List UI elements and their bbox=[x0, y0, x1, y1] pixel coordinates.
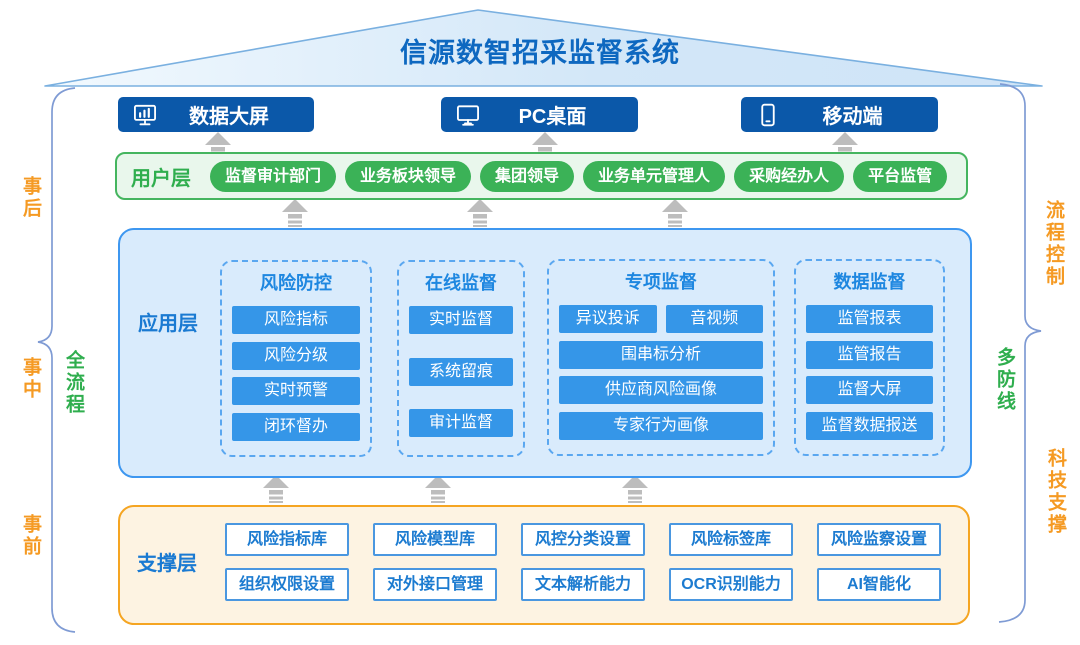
column-title: 数据监督 bbox=[833, 272, 906, 292]
support-item[interactable]: 风险模型库 bbox=[373, 523, 497, 556]
app-item[interactable]: 异议投诉 bbox=[559, 305, 657, 333]
annotation-full-process: 全流程 bbox=[63, 350, 84, 416]
column-title: 专项监督 bbox=[625, 272, 697, 292]
app-item[interactable]: 专家行为画像 bbox=[559, 411, 763, 440]
terminal-mobile[interactable]: 移动端 bbox=[741, 97, 938, 132]
support-item[interactable]: AI智能化 bbox=[817, 568, 941, 601]
support-layer-panel: 支撑层 风险指标库 风险模型库 风控分类设置 风险标签库 风险监察设置 组织权限… bbox=[118, 505, 970, 625]
app-item[interactable]: 闭环督办 bbox=[232, 412, 360, 441]
terminal-label: 数据大屏 bbox=[189, 106, 269, 128]
support-grid: 风险指标库 风险模型库 风控分类设置 风险标签库 风险监察设置 组织权限设置 对… bbox=[225, 523, 941, 601]
user-layer-panel: 用户层 监督审计部门 业务板块领导 集团领导 业务单元管理人 采购经办人 平台监… bbox=[115, 152, 968, 200]
support-item[interactable]: OCR识别能力 bbox=[669, 568, 793, 601]
app-item[interactable]: 供应商风险画像 bbox=[559, 376, 763, 405]
terminal-label: PC桌面 bbox=[518, 106, 587, 128]
support-item[interactable]: 组织权限设置 bbox=[225, 568, 349, 601]
annotation-process-control: 流程控制 bbox=[1043, 200, 1064, 288]
annotation-before-event: 事前 bbox=[20, 514, 41, 558]
diagram-title: 信源数智招采监督系统 bbox=[400, 38, 680, 68]
column-title: 在线监督 bbox=[425, 273, 497, 293]
app-layer-panel: 应用层 风险防控 风险指标 风险分级 实时预警 闭环督办 在线监督 实时监督 系… bbox=[118, 228, 972, 478]
app-item[interactable]: 监管报表 bbox=[806, 305, 933, 333]
up-arrow-icon bbox=[263, 475, 289, 503]
app-item[interactable]: 监管报告 bbox=[806, 340, 933, 369]
annotation-after-event: 事后 bbox=[20, 176, 41, 220]
terminal-data-big-screen[interactable]: 数据大屏 bbox=[118, 97, 314, 132]
app-layer-label: 应用层 bbox=[138, 313, 198, 335]
support-item[interactable]: 风控分类设置 bbox=[521, 523, 645, 556]
user-pill-platform-supervision[interactable]: 平台监管 bbox=[853, 160, 948, 192]
up-arrow-icon bbox=[425, 475, 451, 503]
app-column-special-supervision: 专项监督 异议投诉 音视频 围串标分析 供应商风险画像 专家行为画像 bbox=[547, 259, 775, 456]
annotation-tech-support: 科技支撑 bbox=[1045, 448, 1066, 536]
app-column-data-supervision: 数据监督 监管报表 监管报告 监督大屏 监督数据报送 bbox=[794, 259, 945, 456]
annotation-multi-defense-line: 多防线 bbox=[994, 347, 1015, 413]
desktop-icon bbox=[457, 104, 479, 126]
up-arrow-icon bbox=[282, 199, 308, 227]
terminal-label: 移动端 bbox=[822, 106, 883, 128]
user-layer-label: 用户层 bbox=[131, 167, 191, 190]
app-item[interactable]: 实时预警 bbox=[232, 377, 360, 406]
support-item[interactable]: 文本解析能力 bbox=[521, 568, 645, 601]
terminal-pc-desktop[interactable]: PC桌面 bbox=[441, 97, 638, 132]
support-item[interactable]: 风险指标库 bbox=[225, 523, 349, 556]
user-pill-procurement-handler[interactable]: 采购经办人 bbox=[734, 160, 845, 192]
app-item[interactable]: 风险指标 bbox=[232, 306, 360, 334]
support-item[interactable]: 风险标签库 bbox=[669, 523, 793, 556]
app-item[interactable]: 风险分级 bbox=[232, 341, 360, 370]
right-brace bbox=[998, 83, 1042, 623]
app-item[interactable]: 音视频 bbox=[665, 305, 763, 333]
user-pill-audit-dept[interactable]: 监督审计部门 bbox=[210, 160, 337, 192]
app-column-online-supervision: 在线监督 实时监督 系统留痕 审计监督 bbox=[397, 260, 525, 457]
app-item[interactable]: 实时监督 bbox=[409, 306, 513, 334]
support-item[interactable]: 对外接口管理 bbox=[373, 568, 497, 601]
annotation-during-event: 事中 bbox=[20, 357, 41, 401]
app-item[interactable]: 审计监督 bbox=[409, 409, 513, 437]
support-item[interactable]: 风险监察设置 bbox=[817, 523, 941, 556]
app-item[interactable]: 监督大屏 bbox=[806, 376, 933, 405]
app-item[interactable]: 监督数据报送 bbox=[806, 411, 933, 440]
app-item[interactable]: 围串标分析 bbox=[559, 340, 763, 369]
user-pill-unit-manager[interactable]: 业务单元管理人 bbox=[583, 160, 726, 192]
app-item[interactable]: 系统留痕 bbox=[409, 357, 513, 386]
column-title: 风险防控 bbox=[260, 273, 332, 293]
mobile-icon bbox=[761, 103, 775, 126]
app-column-risk-control: 风险防控 风险指标 风险分级 实时预警 闭环督办 bbox=[220, 260, 372, 457]
up-arrow-icon bbox=[622, 475, 648, 503]
user-pill-segment-leader[interactable]: 业务板块领导 bbox=[345, 160, 472, 192]
big-screen-icon bbox=[134, 104, 156, 125]
roof-shape bbox=[44, 9, 1043, 87]
left-brace bbox=[37, 87, 76, 633]
up-arrow-icon bbox=[662, 199, 688, 227]
user-pill-group-leader[interactable]: 集团领导 bbox=[480, 160, 575, 192]
up-arrow-icon bbox=[467, 199, 493, 227]
support-layer-label: 支撑层 bbox=[137, 553, 197, 575]
